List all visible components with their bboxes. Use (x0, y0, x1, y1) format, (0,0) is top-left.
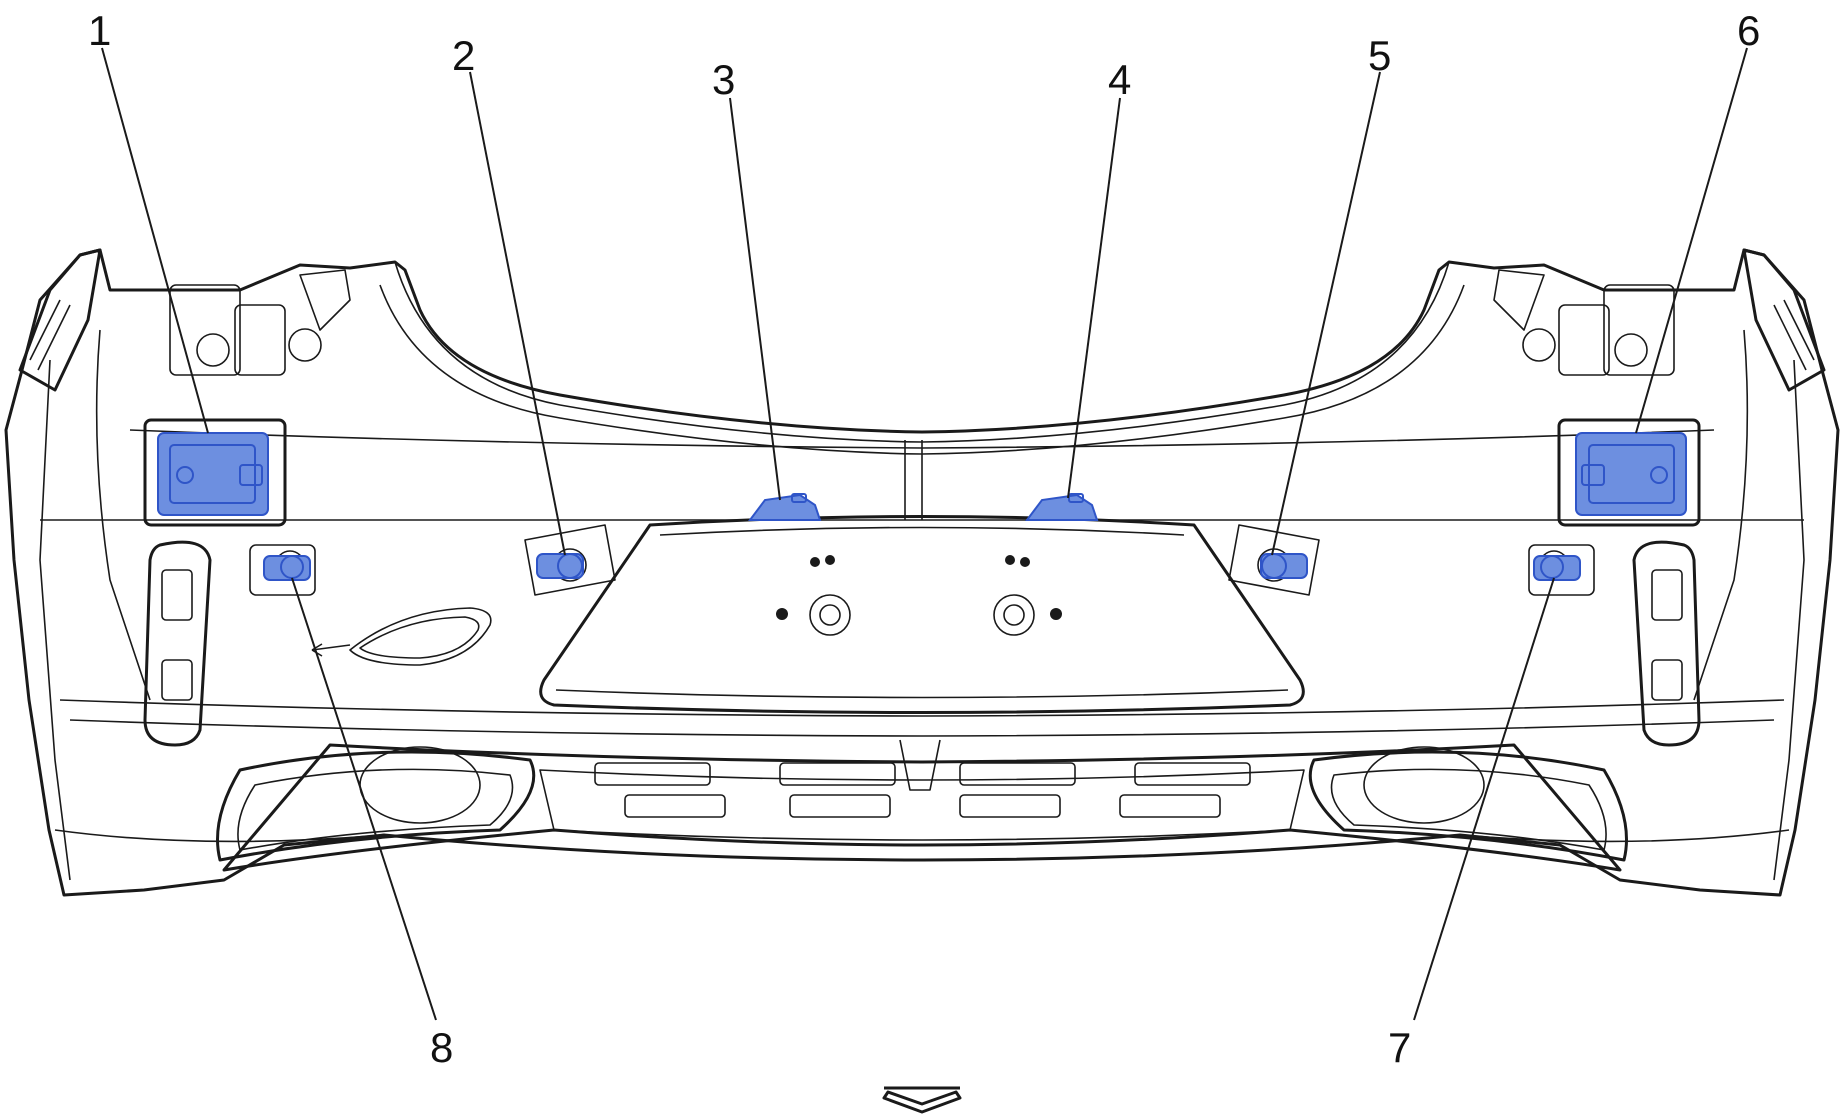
leader-6 (1635, 47, 1748, 434)
leader-5 (1271, 71, 1381, 556)
chevron-down-icon (882, 1086, 962, 1114)
left-center-sensor-clip (748, 493, 822, 521)
right-exhaust-cutout (1308, 746, 1628, 862)
right-bracket-opening (1557, 418, 1701, 527)
callout-4: 4 (1108, 56, 1131, 103)
left-park-assist-bracket (157, 432, 269, 516)
highlighted-park-assist-parts (157, 432, 1687, 581)
left-bracket-opening (143, 418, 287, 527)
tow-hook-cover (311, 607, 492, 666)
license-plate-recess (539, 515, 1305, 714)
right-side-reflector (1632, 540, 1701, 747)
callout-7: 7 (1388, 1024, 1411, 1071)
right-inner-sensor (1260, 553, 1308, 579)
callout-6: 6 (1737, 7, 1760, 54)
right-outer-sensor (1533, 555, 1581, 581)
bumper-fascia (4, 248, 1840, 897)
fascia-body (4, 248, 1840, 897)
leader-3 (729, 97, 781, 501)
leader-4 (1067, 97, 1121, 499)
leader-7 (1413, 577, 1555, 1021)
left-side-ribs (18, 248, 102, 392)
callout-numbers: 1 2 3 4 5 6 7 8 (88, 7, 1760, 1071)
leader-8 (291, 577, 437, 1021)
right-side-ribs (1742, 248, 1826, 392)
leader-2 (469, 71, 566, 556)
left-side-reflector (143, 540, 212, 747)
left-inner-sensor (536, 553, 584, 579)
callout-3: 3 (712, 56, 735, 103)
callout-1: 1 (88, 7, 111, 54)
right-park-assist-bracket (1575, 432, 1687, 516)
callout-5: 5 (1368, 32, 1391, 79)
callout-2: 2 (452, 32, 475, 79)
right-upper-mounts (1493, 269, 1675, 376)
diffuser-slats (594, 739, 1251, 818)
leader-lines (101, 47, 1748, 1021)
lower-diffuser (222, 743, 1622, 872)
leader-1 (101, 47, 209, 434)
right-center-sensor-clip (1025, 493, 1099, 521)
plate-mount-holes (776, 555, 1062, 636)
left-upper-mounts (169, 269, 351, 376)
callout-8: 8 (430, 1024, 453, 1071)
left-outer-sensor (263, 555, 311, 581)
